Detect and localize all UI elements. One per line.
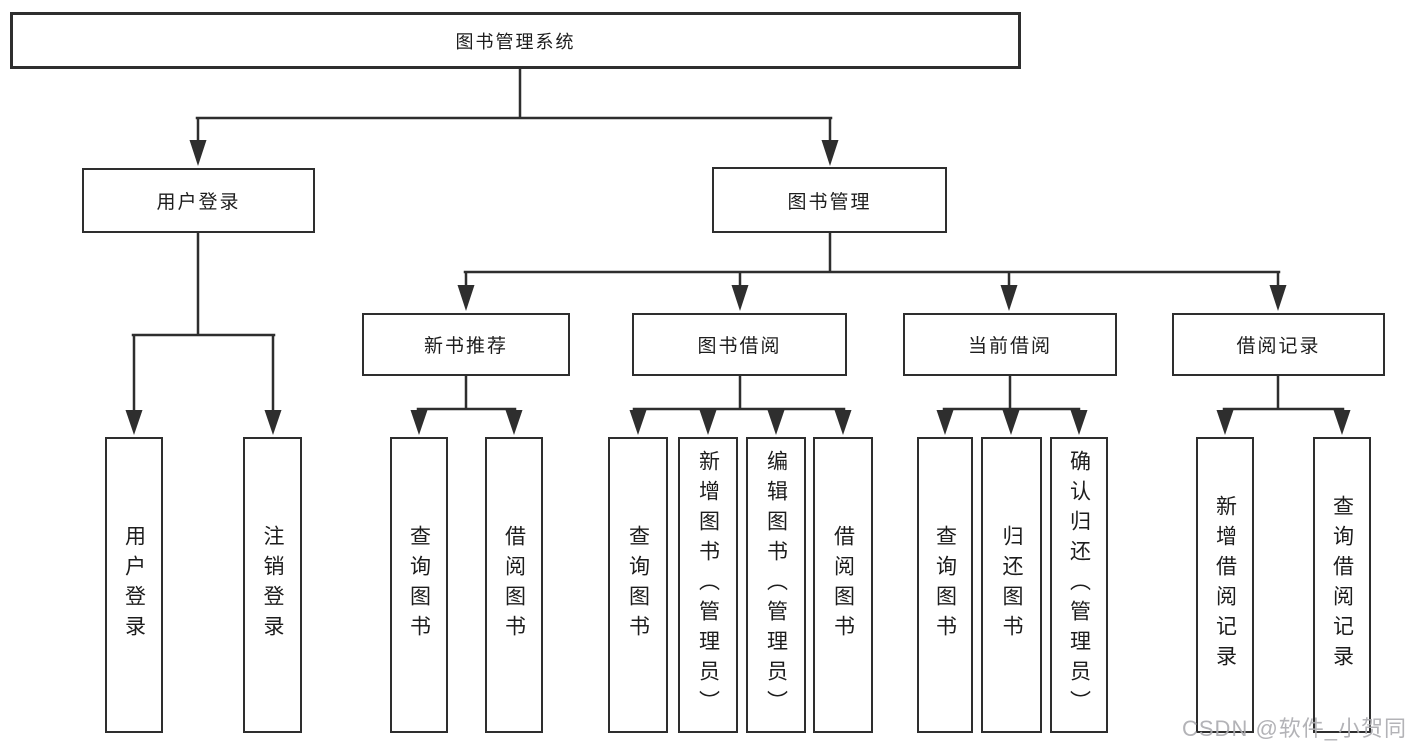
- leaf-current-query-books: 查询图书: [917, 437, 973, 733]
- leaf-add-books-admin: 新增图书（管理员）: [678, 437, 738, 733]
- leaf-recommend-query-books: 查询图书: [390, 437, 448, 733]
- leaf-borrow-books: 借阅图书: [813, 437, 873, 733]
- node-borrowing-records: 借阅记录: [1172, 313, 1385, 376]
- leaf-borrow-query-books: 查询图书: [608, 437, 668, 733]
- csdn-watermark: CSDN @软件_小贺同学: [1182, 716, 1405, 741]
- leaf-edit-books-admin: 编辑图书（管理员）: [746, 437, 806, 733]
- leaf-add-borrow-record: 新增借阅记录: [1196, 437, 1254, 733]
- node-root-library-system: 图书管理系统: [10, 12, 1021, 69]
- node-book-management: 图书管理: [712, 167, 947, 233]
- leaf-query-borrow-record: 查询借阅记录: [1313, 437, 1371, 733]
- node-book-borrowing: 图书借阅: [632, 313, 847, 376]
- leaf-user-login: 用户登录: [105, 437, 163, 733]
- leaf-recommend-borrow-books: 借阅图书: [485, 437, 543, 733]
- node-current-borrowing: 当前借阅: [903, 313, 1117, 376]
- node-user-login: 用户登录: [82, 168, 315, 233]
- leaf-confirm-return-admin: 确认归还（管理员）: [1050, 437, 1108, 733]
- leaf-logout: 注销登录: [243, 437, 302, 733]
- node-new-book-recommend: 新书推荐: [362, 313, 570, 376]
- leaf-return-books: 归还图书: [981, 437, 1042, 733]
